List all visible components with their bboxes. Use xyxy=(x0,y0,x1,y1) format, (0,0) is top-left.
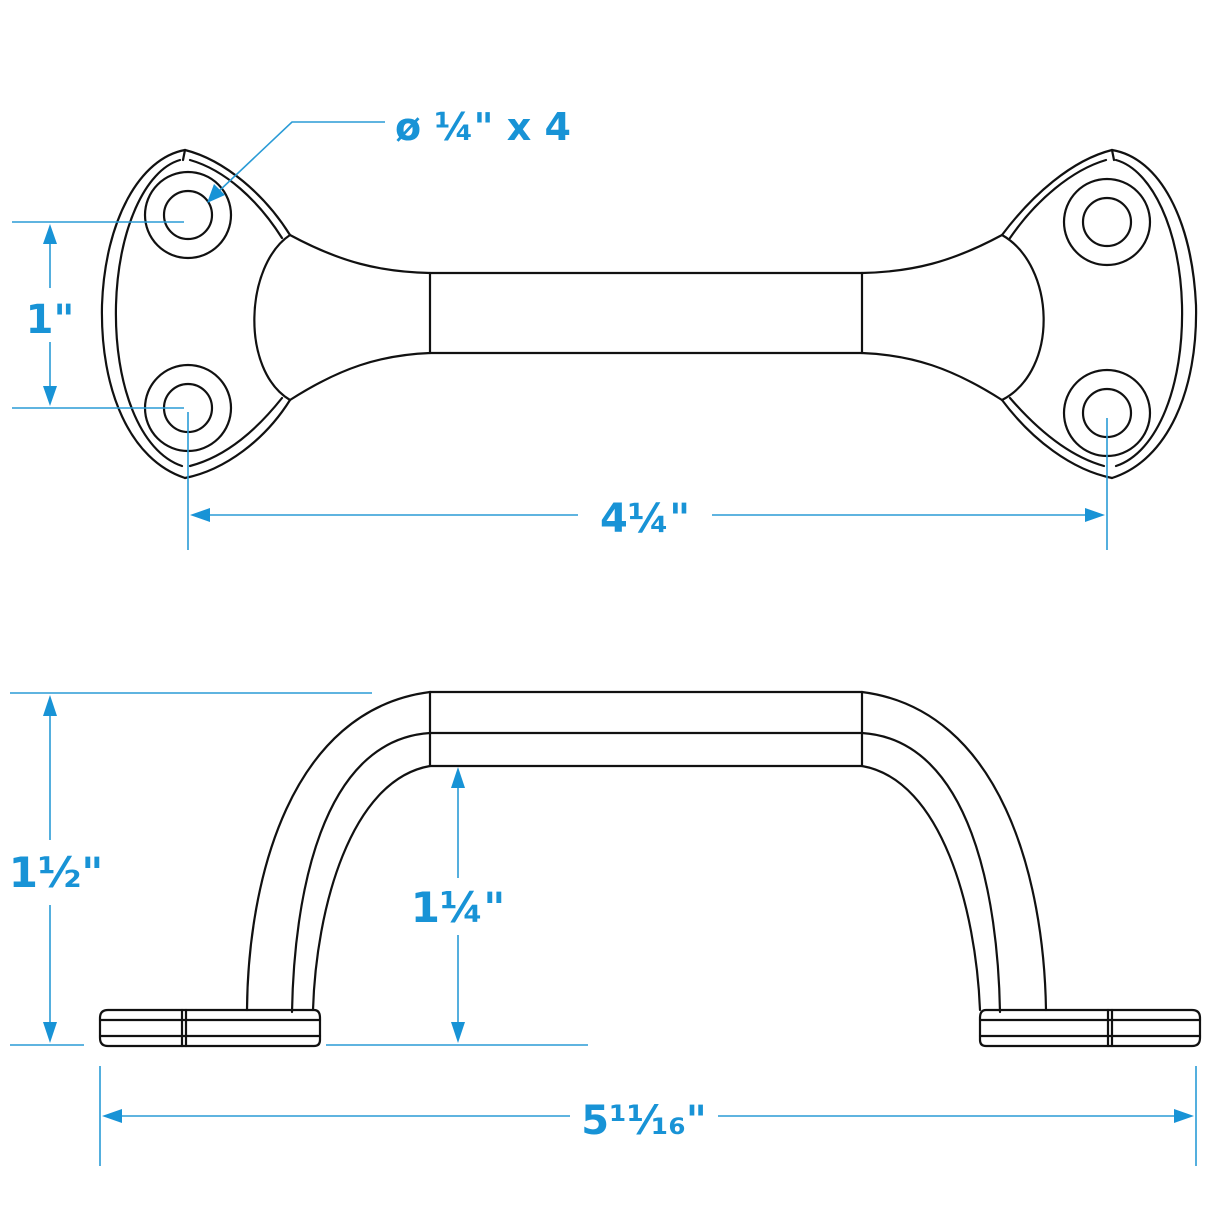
leader-arrowhead xyxy=(207,184,225,203)
hole-spacing-vertical-dimension: 1" xyxy=(12,221,184,409)
handle-bar-top xyxy=(288,233,1004,402)
hole-callout: ø ¼" x 4 xyxy=(207,105,571,203)
hole-spacing-horizontal-label: 4¼" xyxy=(600,496,690,542)
dimension-arrowhead xyxy=(190,508,210,522)
hole-callout-label: ø ¼" x 4 xyxy=(395,105,571,149)
handle-profile xyxy=(98,690,1202,1048)
dimension-arrowhead xyxy=(1085,508,1105,522)
overall-length-dimension: 5¹¹⁄₁₆" xyxy=(99,1066,1197,1166)
dimension-arrowhead xyxy=(1174,1109,1194,1123)
side-view: 1½" 1¼" 5¹¹⁄₁₆" xyxy=(9,690,1202,1166)
overall-length-label: 5¹¹⁄₁₆" xyxy=(581,1098,706,1144)
dimension-arrowhead xyxy=(43,695,57,716)
dimension-arrowhead xyxy=(451,1022,465,1043)
clearance-height-dimension: 1¼" xyxy=(326,767,588,1046)
mounting-hole xyxy=(1081,196,1133,248)
countersink-ring xyxy=(143,170,233,260)
left-mounting-base xyxy=(100,148,292,480)
hole-spacing-horizontal-dimension: 4¼" xyxy=(187,412,1108,550)
dimension-arrowhead xyxy=(43,386,57,406)
countersink-ring xyxy=(1062,177,1152,267)
dimension-arrowhead xyxy=(451,767,465,788)
left-foot xyxy=(98,1008,322,1048)
hole-spacing-vertical-label: 1" xyxy=(26,297,75,343)
overall-height-dimension: 1½" xyxy=(9,692,372,1046)
right-mounting-base xyxy=(1000,148,1198,480)
top-view: ø ¼" x 4 1" 4¼" xyxy=(12,105,1198,550)
mounting-hole xyxy=(162,189,214,241)
dimension-arrowhead xyxy=(43,224,57,244)
dimension-arrowhead xyxy=(102,1109,122,1123)
right-foot xyxy=(978,1008,1202,1048)
clearance-height-label: 1¼" xyxy=(411,883,506,932)
dimension-arrowhead xyxy=(43,1022,57,1043)
overall-height-label: 1½" xyxy=(9,848,104,897)
